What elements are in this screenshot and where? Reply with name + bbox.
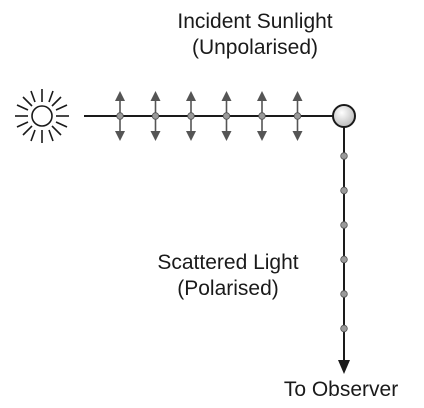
sun-icon [15,89,69,143]
polarisation-dot [340,221,348,229]
scattered-label-line1: Scattered Light [157,251,299,274]
incident-label-line2: (Unpolarised) [191,36,319,59]
scattered-label-line2: (Polarised) [177,277,279,300]
scattered-polarisation-dots [340,152,348,333]
oscillation-arrow-icon [257,91,267,141]
oscillation-arrow-icon [186,91,196,141]
oscillation-arrow-icon [150,91,161,141]
oscillation-arrow-icon [221,91,232,141]
polarisation-dot [340,324,348,333]
scattered-arrowhead-icon [338,360,350,374]
polarisation-dot [340,255,348,264]
incident-oscillation-markers [115,91,303,141]
oscillation-arrow-icon [115,91,125,141]
scattering-particle [332,104,356,128]
oscillation-arrow-icon [292,91,303,141]
polarisation-dot [340,186,348,195]
polarisation-dot [340,152,348,160]
to-observer-label: To Observer [258,377,424,403]
incident-sunlight-label: Incident Sunlight (Unpolarised) [120,9,390,61]
incident-label-line1: Incident Sunlight [177,10,333,33]
scattered-light-label: Scattered Light (Polarised) [128,250,328,302]
polarisation-dot [340,290,348,298]
observer-label-text: To Observer [283,378,399,401]
